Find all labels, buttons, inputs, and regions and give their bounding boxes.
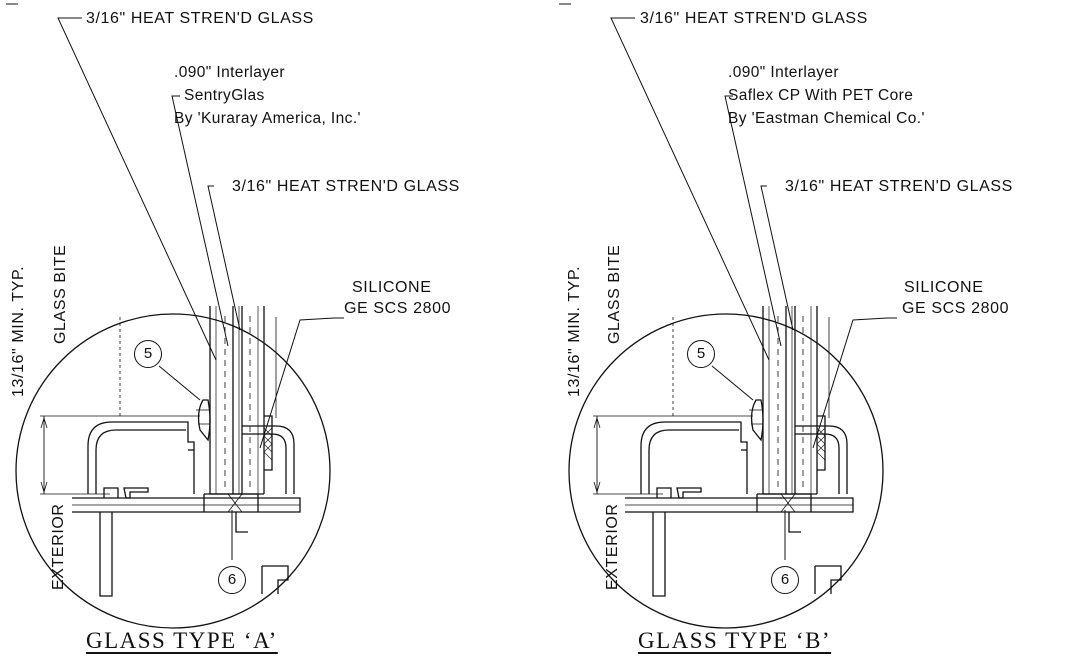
interlayer-line-3: By 'Eastman Chemical Co.' bbox=[728, 110, 925, 127]
inner-glass-label: 3/16" HEAT STREN'D GLASS bbox=[232, 178, 460, 195]
exterior-label: EXTERIOR bbox=[604, 503, 621, 590]
panel-title: GLASS TYPE ‘B’ bbox=[638, 628, 832, 653]
interlayer-line-2: SentryGlas bbox=[184, 87, 265, 104]
silicone-product-label: GE SCS 2800 bbox=[902, 300, 1010, 317]
panel-a-drawing bbox=[5, 3, 344, 629]
silicone-label: SILICONE bbox=[352, 279, 432, 296]
silicone-product-label: GE SCS 2800 bbox=[344, 300, 452, 317]
interlayer-line-1: .090" Interlayer bbox=[728, 64, 839, 81]
silicone-label: SILICONE bbox=[904, 279, 984, 296]
panel-b-drawing bbox=[558, 3, 897, 629]
glass-bite-label: GLASS BITE bbox=[52, 244, 69, 344]
outer-glass-label: 3/16" HEAT STREN'D GLASS bbox=[86, 10, 314, 27]
callout-tag-5: 5 bbox=[134, 340, 162, 368]
interlayer-line-2: Saflex CP With PET Core bbox=[728, 87, 914, 104]
inner-glass-label: 3/16" HEAT STREN'D GLASS bbox=[785, 178, 1013, 195]
panel-title: GLASS TYPE ‘A’ bbox=[86, 628, 278, 653]
glass-bite-label: GLASS BITE bbox=[606, 244, 623, 344]
exterior-label: EXTERIOR bbox=[50, 503, 67, 590]
interlayer-line-1: .090" Interlayer bbox=[174, 64, 285, 81]
bite-dimension-label: 13/16" MIN. TYP. bbox=[10, 265, 27, 397]
bite-dimension-label: 13/16" MIN. TYP. bbox=[566, 265, 583, 397]
interlayer-line-3: By 'Kuraray America, Inc.' bbox=[174, 110, 361, 127]
callout-tag-6: 6 bbox=[771, 566, 799, 594]
callout-tag-5: 5 bbox=[687, 340, 715, 368]
callout-tag-6: 6 bbox=[218, 566, 246, 594]
outer-glass-label: 3/16" HEAT STREN'D GLASS bbox=[640, 10, 868, 27]
